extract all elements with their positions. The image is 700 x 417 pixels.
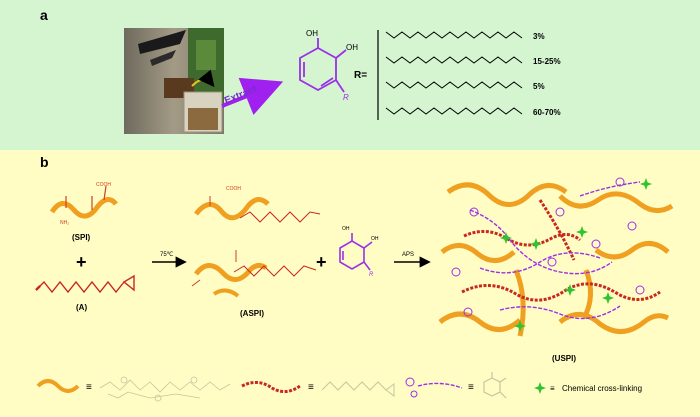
legend-urushiol-swatch bbox=[405, 377, 463, 398]
compound-a-label: (A) bbox=[76, 303, 87, 312]
spi-nh2-label: NH₂ bbox=[60, 220, 69, 226]
legend-chain-swatch bbox=[241, 381, 301, 393]
legend-crosslink-text: Chemical cross-linking bbox=[562, 384, 642, 393]
extract-arrow: Extract bbox=[221, 77, 284, 115]
legend-protein-structure bbox=[99, 376, 231, 402]
urushiol-b-oh-2: OH bbox=[371, 236, 379, 242]
uspi-network bbox=[438, 177, 674, 337]
side-chain-2 bbox=[385, 56, 523, 64]
plus-sign-1: + bbox=[76, 252, 87, 272]
side-chain-1 bbox=[385, 31, 523, 39]
legend-compound-a bbox=[321, 381, 395, 397]
urushiol-structure-a bbox=[299, 38, 347, 93]
legend-equiv-4: ≡ bbox=[550, 384, 555, 393]
side-chain-3 bbox=[385, 81, 523, 89]
side-chain-4 bbox=[385, 107, 523, 115]
r-group-label: R bbox=[343, 93, 349, 102]
chain-4-percent: 60-70% bbox=[533, 108, 561, 117]
spi-protein bbox=[49, 185, 118, 219]
urushiol-b-r: R bbox=[369, 272, 374, 278]
chain-2-percent: 15-25% bbox=[533, 57, 561, 66]
panel-b-label: b bbox=[40, 154, 49, 170]
r-equals-label: R= bbox=[354, 70, 367, 81]
chain-1-percent: 3% bbox=[533, 32, 545, 41]
aps-label: APS bbox=[402, 252, 414, 258]
urushiol-b-oh-1: OH bbox=[342, 226, 350, 232]
spi-label: (SPI) bbox=[72, 233, 91, 242]
legend-equiv-3: ≡ bbox=[468, 382, 474, 393]
aspi-label: (ASPI) bbox=[240, 309, 264, 318]
compound-a bbox=[35, 274, 135, 294]
legend-equiv-1: ≡ bbox=[86, 382, 92, 393]
chain-3-percent: 5% bbox=[533, 82, 545, 91]
oh-label-1: OH bbox=[306, 29, 318, 38]
tree-photo bbox=[124, 28, 224, 134]
temp-label: 75℃ bbox=[160, 252, 174, 258]
legend: ≡ ≡ ≡ ≡ Chemical bbox=[36, 372, 642, 402]
uspi-label: (USPI) bbox=[552, 354, 576, 363]
panel-a-background bbox=[0, 0, 700, 150]
spi-cooh-label: COOH bbox=[96, 182, 111, 188]
plus-sign-2: + bbox=[316, 252, 327, 272]
aspi-cooh-label: COOH bbox=[226, 186, 241, 192]
legend-equiv-2: ≡ bbox=[308, 382, 314, 393]
aspi-structure bbox=[191, 196, 321, 298]
legend-protein-swatch bbox=[36, 379, 80, 393]
urushiol-structure-b bbox=[339, 233, 373, 271]
oh-label-2: OH bbox=[346, 43, 358, 52]
panel-a-label: a bbox=[40, 7, 48, 23]
extract-label: Extract bbox=[223, 84, 259, 107]
legend-urushiol-structure bbox=[483, 372, 507, 399]
legend-crosslink-star-icon bbox=[534, 382, 546, 394]
